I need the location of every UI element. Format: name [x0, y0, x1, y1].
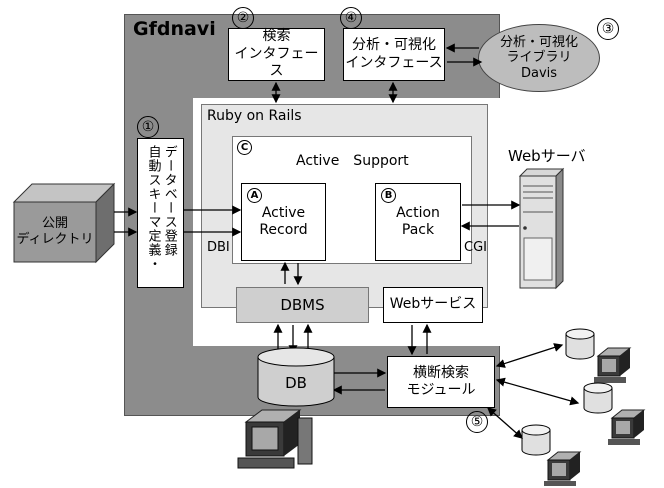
action-pack-line1: Action: [396, 204, 440, 221]
cgi-label: CGI: [464, 240, 487, 255]
davis-line3: Davis: [520, 65, 558, 81]
remote-site-3: [521, 424, 582, 486]
public-directory-line1: 公開: [41, 215, 68, 231]
davis-line2: ライブラリ: [506, 50, 572, 66]
active-support-label: Active Support: [296, 153, 409, 169]
auto-registration-box: 自動スキーマ定義・ データベース登録: [137, 138, 184, 288]
db-cylinder: [257, 347, 335, 407]
marker-1: ①: [137, 116, 159, 138]
dbms-box: DBMS: [236, 287, 369, 323]
active-support-marker: C: [237, 140, 252, 155]
interface-arrows: [271, 43, 483, 104]
server-arrows: [460, 200, 521, 231]
search-interface-box: 検索 インタフェース: [228, 28, 325, 81]
db-label: DB: [285, 374, 307, 392]
marker-4: ④: [340, 7, 362, 29]
active-record-marker: A: [247, 188, 262, 203]
cross-search-line2: モジュール: [406, 382, 476, 398]
auto-registration-line1: 自動スキーマ定義・: [145, 145, 161, 271]
analysis-interface-line1: 分析・可視化: [352, 37, 436, 53]
computer-icon-bottom: [237, 409, 313, 469]
analysis-interface-line2: インタフェース: [345, 54, 443, 71]
db-cross-arrows: [332, 368, 387, 395]
public-directory-label: 公開 ディレクトリ: [14, 202, 96, 262]
action-pack-line2: Pack: [401, 222, 435, 238]
auto-registration-line2: データベース登録: [161, 145, 177, 257]
web-service-box: Webサービス: [383, 287, 483, 323]
active-record-line2: Record: [259, 222, 308, 238]
cross-search-line1: 横断検索: [413, 364, 469, 381]
ruby-on-rails-label: Ruby on Rails: [207, 108, 302, 124]
search-interface-line1: 検索: [262, 28, 291, 45]
gfdnavi-title: Gfdnavi: [133, 18, 216, 40]
active-record-line1: Active: [261, 204, 306, 221]
web-service-label: Webサービス: [389, 296, 477, 313]
cross-search-box: 横断検索 モジュール: [387, 356, 495, 408]
web-server-label: Webサーバ: [508, 147, 586, 165]
dbi-label: DBI: [207, 240, 230, 255]
remote-arrows: [487, 343, 580, 439]
davis-library-ellipse: 分析・可視化 ライブラリ Davis: [478, 24, 600, 92]
public-directory-cube: [12, 182, 116, 264]
marker-3: ③: [597, 18, 619, 40]
search-interface-line2: インタフェース: [234, 45, 319, 80]
dbms-arrows: [273, 261, 432, 356]
davis-line1: 分析・可視化: [499, 34, 578, 50]
analysis-interface-box: 分析・可視化 インタフェース: [343, 28, 445, 81]
directory-arrows: [114, 205, 242, 237]
marker-2: ②: [232, 7, 254, 29]
remote-site-1: [565, 328, 632, 383]
public-directory-line2: ディレクトリ: [16, 232, 94, 247]
remote-site-2: [583, 382, 646, 445]
dbms-label: DBMS: [280, 295, 325, 314]
action-pack-marker: B: [381, 188, 396, 203]
web-server-icon: [518, 167, 565, 290]
